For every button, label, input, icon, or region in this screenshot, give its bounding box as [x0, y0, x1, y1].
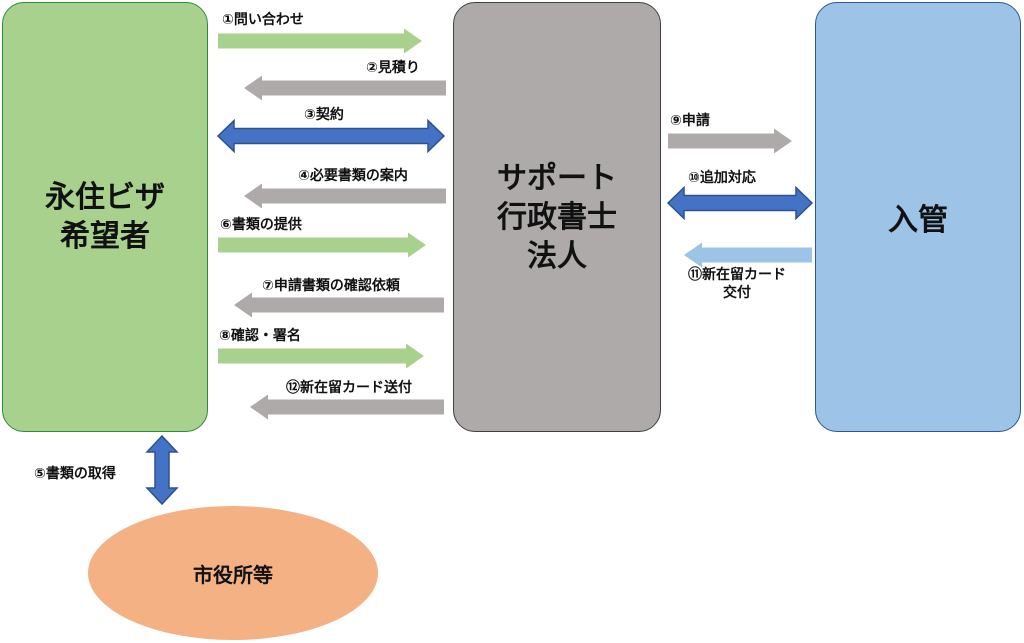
edge-label-review-request: ⑦申請書類の確認依頼	[262, 278, 400, 294]
edge-label-additional: ⑩追加対応	[688, 170, 756, 186]
edge-label-estimate: ②見積り	[366, 60, 420, 76]
edge-label-inquiry: ①問い合わせ	[222, 12, 304, 28]
edge-label-sign: ⑧確認・署名	[219, 328, 301, 344]
edge-arrow-7	[218, 343, 424, 369]
edge-arrow-4	[244, 183, 446, 209]
node-cityhall: 市役所等	[88, 506, 378, 640]
node-applicant: 永住ビザ 希望者	[2, 2, 208, 432]
edge-arrow-8	[250, 394, 444, 420]
edge-label-required-docs: ④必要書類の案内	[298, 168, 408, 184]
edge-label-apply: ⑨申請	[670, 113, 710, 129]
edge-label-card-issue: ⑪新在留カード 交付	[688, 267, 786, 301]
edge-label-obtain-docs: ⑤書類の取得	[34, 466, 116, 482]
node-scrivener: サポート 行政書士 法人	[453, 2, 661, 432]
edge-label-card-send: ⑫新在留カード送付	[286, 380, 412, 396]
node-immigration: 入管	[815, 2, 1021, 432]
edge-arrow-10	[666, 185, 814, 221]
edge-arrow-11	[684, 242, 812, 268]
edge-arrow-2	[244, 75, 446, 101]
edge-arrow-3	[216, 118, 446, 154]
edge-arrow-12	[145, 434, 179, 506]
edge-arrow-9	[668, 128, 792, 154]
edge-arrow-1	[218, 28, 422, 54]
edge-label-contract: ③契約	[304, 107, 344, 123]
edge-arrow-5	[218, 232, 426, 258]
edge-label-provide-docs: ⑥書類の提供	[220, 217, 302, 233]
edge-arrow-6	[234, 292, 444, 318]
